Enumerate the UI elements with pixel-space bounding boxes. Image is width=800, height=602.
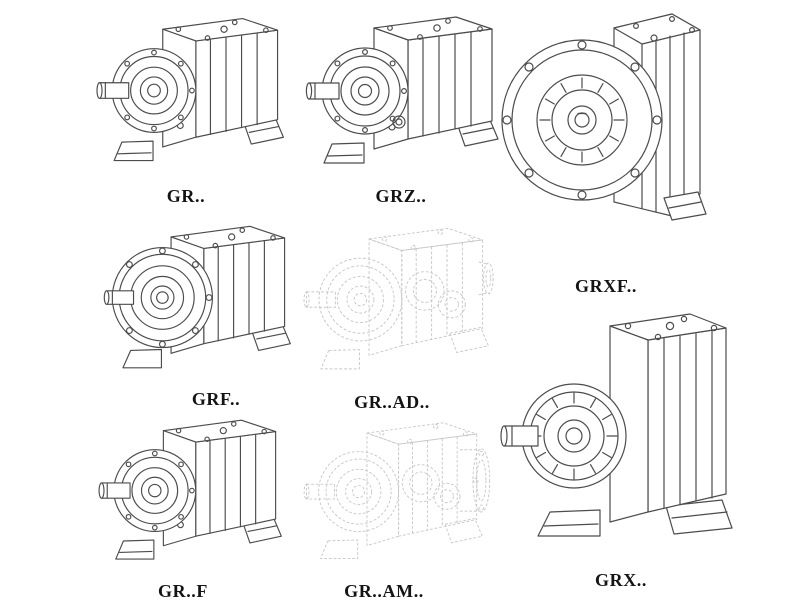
gearbox-label-gram: GR..AM.. bbox=[344, 581, 424, 601]
figure-grf bbox=[100, 210, 296, 388]
gearbox-drawing-grxf bbox=[501, 13, 707, 221]
figure-gr bbox=[92, 2, 288, 182]
figure-gram bbox=[294, 407, 492, 579]
figure-grx bbox=[498, 300, 760, 558]
figure-grad bbox=[296, 212, 496, 390]
gearbox-drawing-grf bbox=[100, 210, 296, 388]
figure-grz bbox=[302, 0, 502, 185]
gearbox-label-grad: GR..AD.. bbox=[354, 392, 430, 412]
gearbox-drawing-grad bbox=[296, 212, 494, 390]
gearbox-drawing-grx bbox=[500, 313, 733, 537]
gearbox-drawing-gr bbox=[92, 2, 288, 182]
gearbox-label-grxf: GRXF.. bbox=[575, 276, 637, 296]
gearbox-drawing-grz bbox=[302, 0, 502, 185]
gearbox-drawing-gram bbox=[294, 407, 491, 579]
figure-grf-foot bbox=[92, 404, 288, 580]
figure-grxf bbox=[496, 2, 724, 268]
gearbox-label-grx: GRX.. bbox=[595, 570, 647, 590]
gearbox-label-gr: GR.. bbox=[166, 186, 206, 206]
gearbox-label-grf-foot: GR..F bbox=[158, 581, 208, 601]
gearbox-label-grf: GRF.. bbox=[191, 389, 241, 409]
gearbox-label-grz: GRZ.. bbox=[375, 186, 427, 206]
gearbox-drawing-grf-foot bbox=[92, 404, 288, 580]
